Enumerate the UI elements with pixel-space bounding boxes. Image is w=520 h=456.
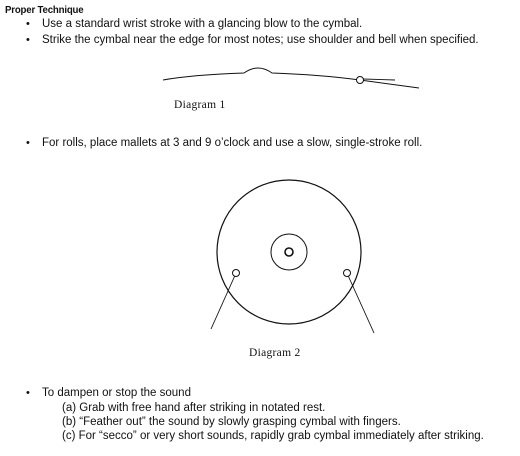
cymbal-center-hole (284, 247, 294, 257)
mallet-contact-point (356, 76, 364, 84)
bullet-marker: • (26, 18, 30, 30)
cymbal-bell (270, 233, 308, 271)
bullet-dampen: To dampen or stop the sound (42, 387, 191, 399)
cymbal-profile (162, 67, 420, 89)
bullet-marker: • (26, 137, 30, 149)
bullet-strike-edge: Strike the cymbal near the edge for most… (42, 34, 479, 46)
bullet-wrist-stroke: Use a standard wrist stroke with a glanc… (42, 18, 363, 30)
bullet-marker: • (26, 34, 30, 46)
left-mallet-head (232, 269, 240, 277)
right-mallet-head (343, 269, 351, 277)
cymbal-edge (216, 179, 362, 325)
bullet-rolls: For rolls, place mallets at 3 and 9 o’cl… (42, 137, 423, 149)
left-mallet-shaft (210, 276, 235, 330)
section-heading: Proper Technique (5, 4, 84, 16)
diagram-1-caption: Diagram 1 (174, 99, 226, 111)
sub-item-c: (c) For “secco” or very short sounds, ra… (62, 430, 484, 442)
diagram-2-caption: Diagram 2 (249, 347, 301, 359)
sub-item-b: (b) “Feather out” the sound by slowly gr… (62, 416, 401, 428)
right-mallet-shaft (348, 276, 375, 334)
bullet-marker: • (26, 387, 30, 399)
sub-item-a: (a) Grab with free hand after striking i… (62, 402, 326, 414)
mallet-shaft (362, 78, 396, 81)
